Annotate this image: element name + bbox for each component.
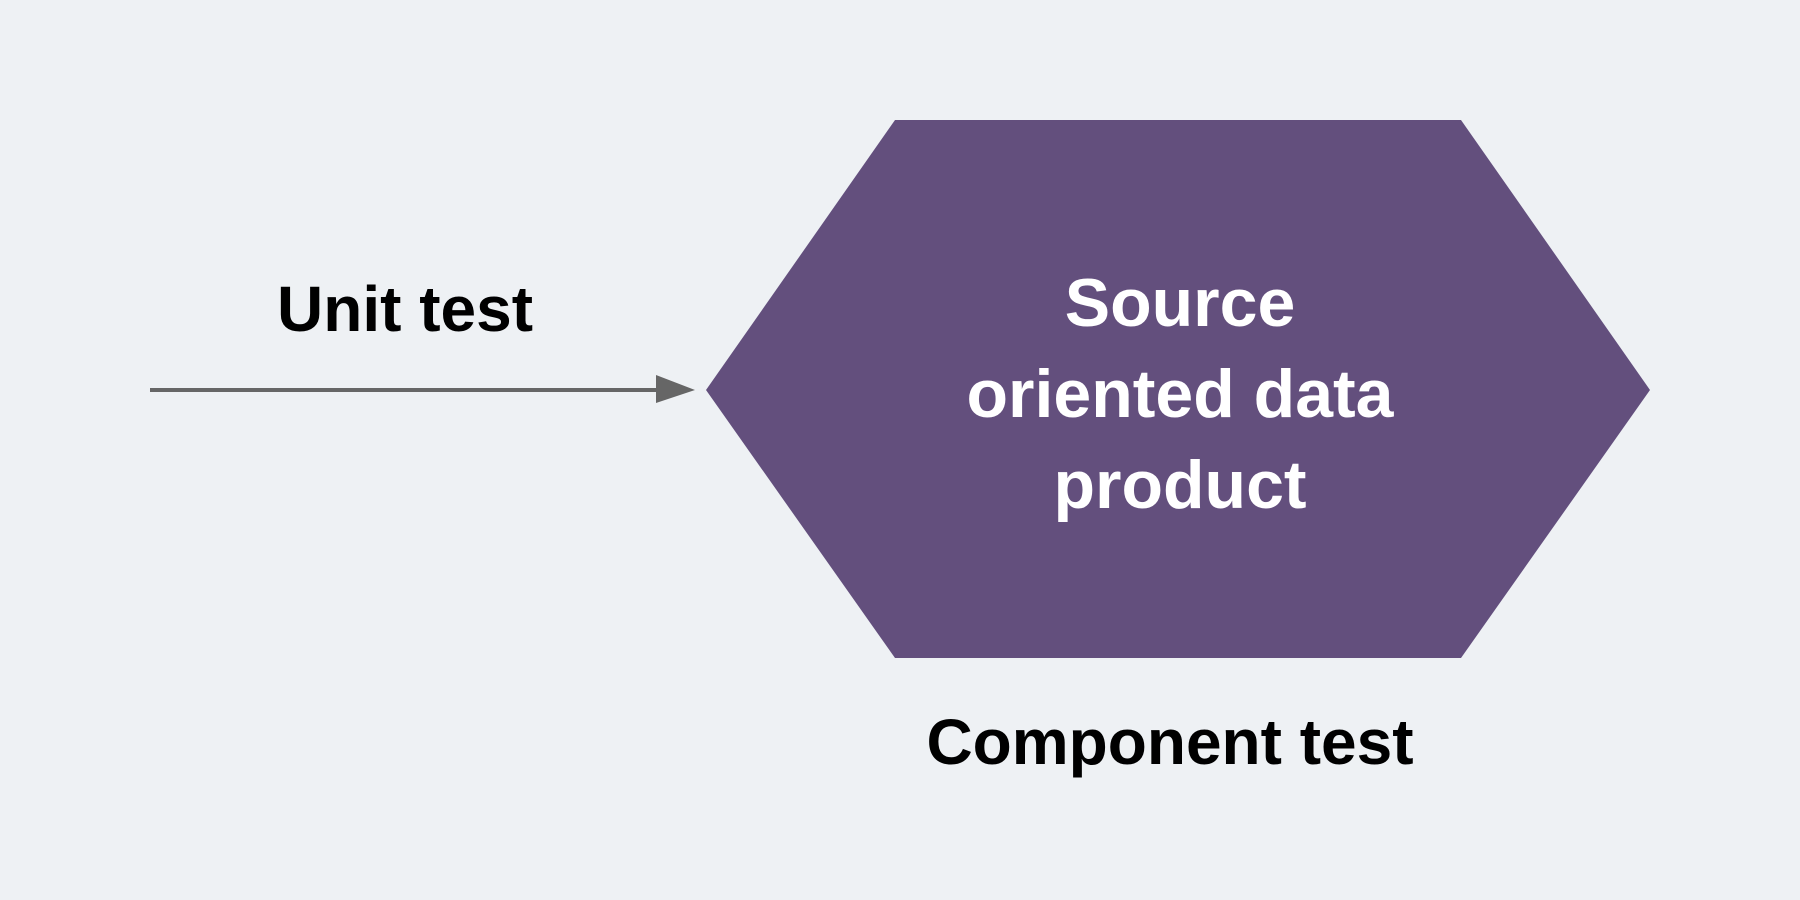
source-data-product-hexagon <box>706 120 1650 658</box>
input-arrow-head <box>656 375 695 403</box>
hexagon-text: Source oriented data product <box>900 258 1460 531</box>
hexagon-line-2: oriented data <box>966 356 1394 432</box>
hexagon-line-1: Source <box>1064 265 1296 341</box>
component-test-label: Component test <box>926 706 1414 778</box>
unit-test-label: Unit test <box>277 273 533 345</box>
hexagon-line-3: product <box>1053 447 1307 523</box>
